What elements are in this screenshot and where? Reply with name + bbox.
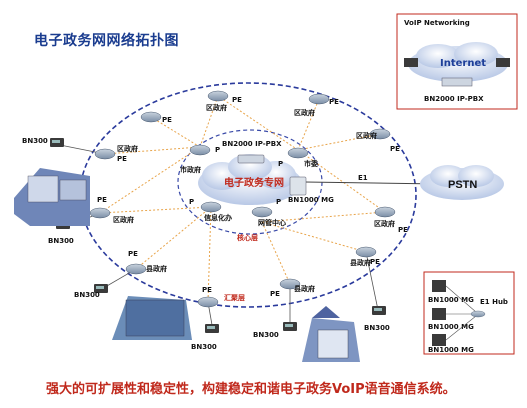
svg-text:P: P	[215, 146, 220, 154]
svg-text:PE: PE	[202, 286, 212, 294]
building-bottom-left	[112, 296, 192, 340]
pe-router: PE	[140, 111, 172, 124]
svg-text:区政府: 区政府	[117, 144, 138, 153]
page-title: 电子政务网网络拓扑图	[34, 33, 179, 49]
svg-text:BN300: BN300	[364, 324, 390, 332]
core-cloud-label: 电子政务专网	[224, 176, 284, 189]
voip-box-title: VoIP Networking	[404, 19, 470, 27]
svg-text:BN1000 MG: BN1000 MG	[428, 296, 474, 304]
footer-caption: 强大的可扩展性和稳定性，构建稳定和谐电子政务VoIP语音通信系统。	[46, 382, 456, 397]
e1-link	[304, 181, 441, 185]
bn300-phone: BN300	[364, 306, 390, 332]
svg-text:PE: PE	[162, 116, 172, 124]
core-mg-device: BN1000 MG	[288, 176, 334, 204]
bn300-phone: BN300	[74, 284, 108, 299]
svg-text:BN300: BN300	[22, 137, 48, 145]
svg-text:县政府: 县政府	[350, 258, 371, 267]
bn300-phone: BN300	[191, 324, 219, 351]
svg-text:县政府: 县政府	[146, 264, 167, 273]
voip-box-device: BN2000 IP-PBX	[424, 95, 484, 103]
svg-text:县政府: 县政府	[294, 284, 315, 293]
svg-text:P: P	[278, 160, 283, 168]
pe-router: 区政府 PE	[89, 196, 134, 224]
core-node-shiwei: 市委 P	[278, 147, 318, 168]
bn300-phone: BN300	[22, 137, 64, 147]
pe-router: 区政府 PE	[374, 206, 408, 234]
svg-text:区政府: 区政府	[356, 131, 377, 140]
svg-text:PE: PE	[270, 290, 280, 298]
building-left	[14, 168, 90, 226]
agg-layer-label: 汇聚层	[224, 293, 245, 302]
pe-router: 区政府 PE	[356, 128, 400, 153]
core-node-xinxihua: 信息化办 P	[189, 198, 232, 222]
building-bottom-mid	[302, 306, 360, 362]
svg-text:BN1000 MG: BN1000 MG	[428, 346, 474, 354]
core-mg-label: BN1000 MG	[288, 196, 334, 204]
svg-text:P: P	[276, 198, 281, 206]
svg-text:PE: PE	[232, 96, 242, 104]
voip-box: VoIP Networking Internet BN2000 IP-PBX	[396, 13, 518, 110]
svg-text:市委: 市委	[304, 159, 318, 168]
core-pbx-label: BN2000 IP-PBX	[222, 140, 282, 148]
core-pbx-device: BN2000 IP-PBX	[222, 140, 282, 164]
pe-router: PE 区政府	[206, 90, 242, 112]
bn300-phone: BN300	[253, 322, 297, 339]
core-layer-label: 核心层	[237, 233, 258, 242]
pstn-label: PSTN	[448, 179, 477, 191]
e1-label: E1	[358, 174, 368, 182]
core-node-shizhengfu: 市政府 P	[180, 144, 220, 174]
svg-text:PE: PE	[97, 196, 107, 204]
svg-text:市政府: 市政府	[180, 165, 201, 174]
svg-text:P: P	[189, 198, 194, 206]
svg-text:PE: PE	[398, 226, 408, 234]
svg-text:BN300: BN300	[74, 291, 100, 299]
hub-box: BN1000 MG BN1000 MG BN1000 MG E1 Hub	[423, 271, 515, 355]
svg-text:PE: PE	[390, 145, 400, 153]
svg-text:BN300: BN300	[48, 237, 74, 245]
svg-text:PE: PE	[370, 258, 380, 266]
pe-router: PE 区政府	[294, 93, 339, 117]
svg-text:BN1000 MG: BN1000 MG	[428, 323, 474, 331]
pstn-cloud: PSTN	[420, 165, 504, 200]
pe-router: 县政府 PE	[270, 278, 315, 298]
svg-text:区政府: 区政府	[206, 103, 227, 112]
svg-text:区政府: 区政府	[374, 219, 395, 228]
core-node-wangguan: 网管中心 P	[251, 198, 286, 227]
svg-text:BN300: BN300	[253, 331, 279, 339]
svg-text:信息化办: 信息化办	[204, 213, 232, 222]
svg-text:PE: PE	[128, 250, 138, 258]
svg-text:网管中心: 网管中心	[258, 218, 286, 227]
svg-text:PE: PE	[117, 155, 127, 163]
svg-text:E1 Hub: E1 Hub	[480, 298, 508, 306]
core-links	[99, 95, 386, 303]
svg-text:BN300: BN300	[191, 343, 217, 351]
pe-router: 县政府 PE	[350, 246, 380, 267]
internet-label: Internet	[440, 58, 486, 69]
pe-router: 县政府 PE	[125, 250, 167, 275]
pe-router: PE	[197, 286, 219, 308]
pe-router: 区政府 PE	[94, 144, 138, 163]
svg-text:PE: PE	[329, 98, 339, 106]
svg-text:区政府: 区政府	[113, 215, 134, 224]
svg-text:区政府: 区政府	[294, 108, 315, 117]
